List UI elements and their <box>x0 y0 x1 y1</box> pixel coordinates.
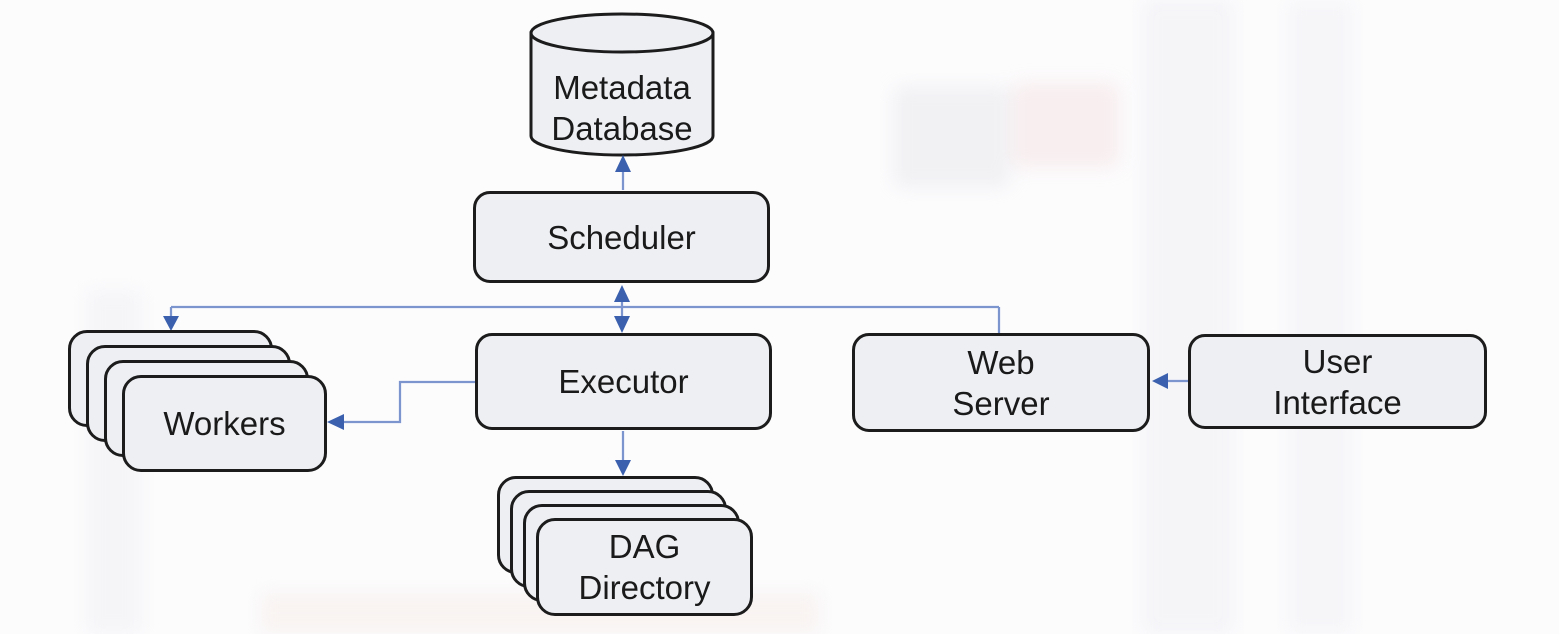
arrow-scheduler-to-metadata-database <box>615 155 631 190</box>
database-cylinder-icon <box>529 12 715 157</box>
cylinder-top <box>529 12 715 54</box>
node-web-server: Web Server <box>852 333 1150 432</box>
ghost-shape <box>1012 82 1120 168</box>
node-label-line: Directory <box>578 569 711 606</box>
ghost-shape <box>1143 0 1233 634</box>
node-label: Scheduler <box>547 218 696 256</box>
arrow-scheduler-executor-bidirectional <box>614 285 630 333</box>
node-user-interface: User Interface <box>1188 334 1487 429</box>
node-label-line: Metadata <box>553 69 691 106</box>
node-label-line: DAG <box>608 528 681 565</box>
node-label: Executor <box>558 363 689 400</box>
arrow-executor-to-workers <box>327 380 475 430</box>
arrow-user-interface-to-web-server <box>1152 373 1188 389</box>
node-scheduler: Scheduler <box>473 191 770 283</box>
node-workers: Workers <box>122 375 327 472</box>
node-label: Workers <box>163 405 286 442</box>
arrowhead-into-workers-top <box>163 316 179 331</box>
node-dag-directory: DAG Directory <box>536 518 753 616</box>
node-label-line: Server <box>952 384 1050 422</box>
ghost-shape <box>893 86 1011 188</box>
node-label-line: Database <box>551 110 693 147</box>
connector-scheduler-branch-line <box>163 305 1001 333</box>
node-executor: Executor <box>475 333 772 430</box>
arrow-executor-to-dag-directory <box>615 431 631 476</box>
node-label-line: Web <box>967 343 1035 381</box>
cylinder-body <box>529 31 715 157</box>
ghost-shape <box>1287 0 1353 634</box>
node-label-line: Interface <box>1273 383 1402 421</box>
node-label-line: User <box>1302 342 1373 380</box>
node-metadata-database-label: Metadata Database <box>535 64 709 152</box>
